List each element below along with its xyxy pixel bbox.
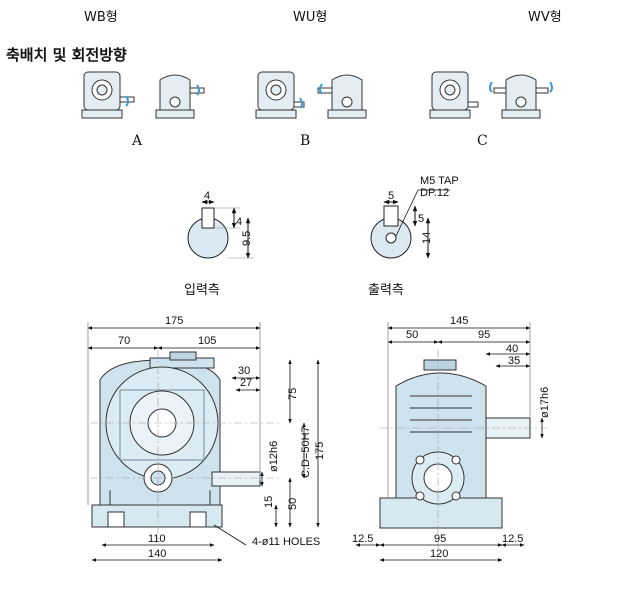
front-holes-label: 4-ø11 HOLES <box>252 536 320 548</box>
side-dim-145-label: 145 <box>450 315 468 327</box>
arrangement-c-label: C <box>477 133 488 149</box>
arrangement-b-side-icon <box>317 74 367 119</box>
input-side-label: 입력측 <box>184 283 220 298</box>
side-dim-35-label: 35 <box>508 355 520 367</box>
front-view-dimensions <box>87 322 320 562</box>
arrangement-c-side-icon <box>493 74 549 119</box>
header-wu: WU형 <box>293 10 328 25</box>
front-cd-label: C.D=50H7 <box>300 426 312 478</box>
arrangement-a-front-icon <box>81 71 135 119</box>
arrangement-c-front-icon <box>429 71 479 119</box>
output-shaft-section <box>370 189 450 259</box>
front-dim-140-label: 140 <box>148 548 166 560</box>
side-dim-12-5-left-label: 12.5 <box>352 533 373 545</box>
front-dim-110-label: 110 <box>148 533 166 545</box>
arrangement-a-label: A <box>132 133 143 149</box>
front-dim-15-label: 15 <box>263 496 275 508</box>
rotation-arrow-icon <box>125 95 129 107</box>
header-wb: WB형 <box>84 10 118 25</box>
front-dim-30-label: 30 <box>238 365 250 377</box>
output-side-label: 출력측 <box>368 283 404 298</box>
front-dim-75-label: 75 <box>287 388 299 400</box>
side-shaft-label: ø17h6 <box>539 387 551 418</box>
rotation-arrow-icon <box>196 84 200 96</box>
front-dim-27-label: 27 <box>240 377 252 389</box>
side-dim-40-label: 40 <box>506 343 518 355</box>
output-key-width-label: 5 <box>388 190 394 202</box>
rotation-arrow-icon <box>549 81 553 93</box>
front-dim-70-label: 70 <box>118 335 130 347</box>
side-view-dimensions <box>355 322 544 562</box>
input-shaft-section <box>187 199 254 259</box>
section-title: 축배치 및 회전방향 <box>6 46 127 64</box>
rotation-arrow-icon <box>319 83 323 95</box>
side-dim-12-5-right-label: 12.5 <box>502 533 523 545</box>
front-dim-50-label: 50 <box>287 498 299 510</box>
output-height-label: 14 <box>421 232 433 244</box>
output-depth-label: DP.12 <box>420 187 449 199</box>
rotation-arrow-icon <box>299 97 303 109</box>
side-dim-95-label: 95 <box>478 329 490 341</box>
side-dim-50-label: 50 <box>406 329 418 341</box>
front-dim-105-label: 105 <box>198 335 216 347</box>
input-height-label: 9.5 <box>241 231 253 246</box>
arrangement-b-front-icon <box>255 71 305 119</box>
input-key-width-label: 4 <box>204 190 210 202</box>
arrangement-a-side-icon <box>155 74 205 119</box>
front-view-drawing <box>90 350 280 540</box>
header-wv: WV형 <box>528 10 562 25</box>
rotation-arrow-icon <box>489 81 493 93</box>
side-dim-120-label: 120 <box>430 548 448 560</box>
side-view-drawing <box>379 350 550 560</box>
input-key-height-label: 4 <box>236 216 242 228</box>
output-tap-label: M5 TAP <box>420 175 459 187</box>
output-key-height-label: 5 <box>418 213 424 225</box>
front-dim-175-label: 175 <box>165 315 183 327</box>
side-dim-95-bottom-label: 95 <box>434 533 446 545</box>
arrangement-b-label: B <box>300 133 311 149</box>
front-dim-175v-label: 175 <box>314 442 326 460</box>
front-shaft-label: ø12h6 <box>268 441 280 472</box>
